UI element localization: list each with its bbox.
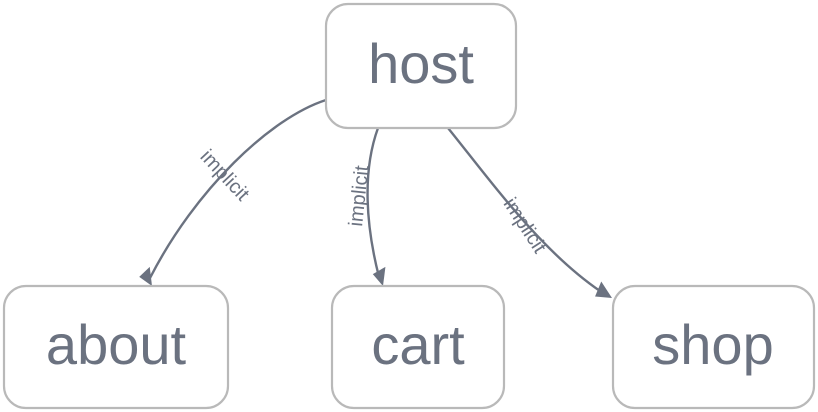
node-host[interactable]: host	[324, 2, 518, 130]
node-label-cart: cart	[371, 313, 465, 376]
edge-path-host-about	[148, 98, 328, 280]
node-about[interactable]: about	[2, 284, 230, 410]
edge-path-host-cart	[366, 126, 381, 279]
node-box-about	[2, 284, 230, 410]
node-box-host	[324, 2, 518, 130]
node-box-cart	[330, 284, 506, 410]
node-cart[interactable]: cart	[330, 284, 506, 410]
edge-label-host-shop: implicit	[499, 194, 551, 258]
arrowhead-host-shop	[595, 281, 612, 298]
arrowhead-host-about	[139, 266, 152, 286]
edges-layer: implicit implicit implicit	[137, 98, 616, 305]
edge-path-host-shop	[446, 126, 602, 293]
edge-host-about[interactable]: implicit	[137, 98, 328, 289]
edge-host-cart[interactable]: implicit	[345, 126, 390, 288]
arrowhead-host-cart	[372, 266, 386, 286]
node-box-shop	[611, 284, 816, 410]
node-shop[interactable]: shop	[611, 284, 816, 410]
edge-host-shop[interactable]: implicit	[446, 126, 616, 305]
node-label-shop: shop	[652, 313, 773, 376]
node-label-about: about	[46, 313, 187, 376]
node-label-host: host	[368, 32, 474, 95]
